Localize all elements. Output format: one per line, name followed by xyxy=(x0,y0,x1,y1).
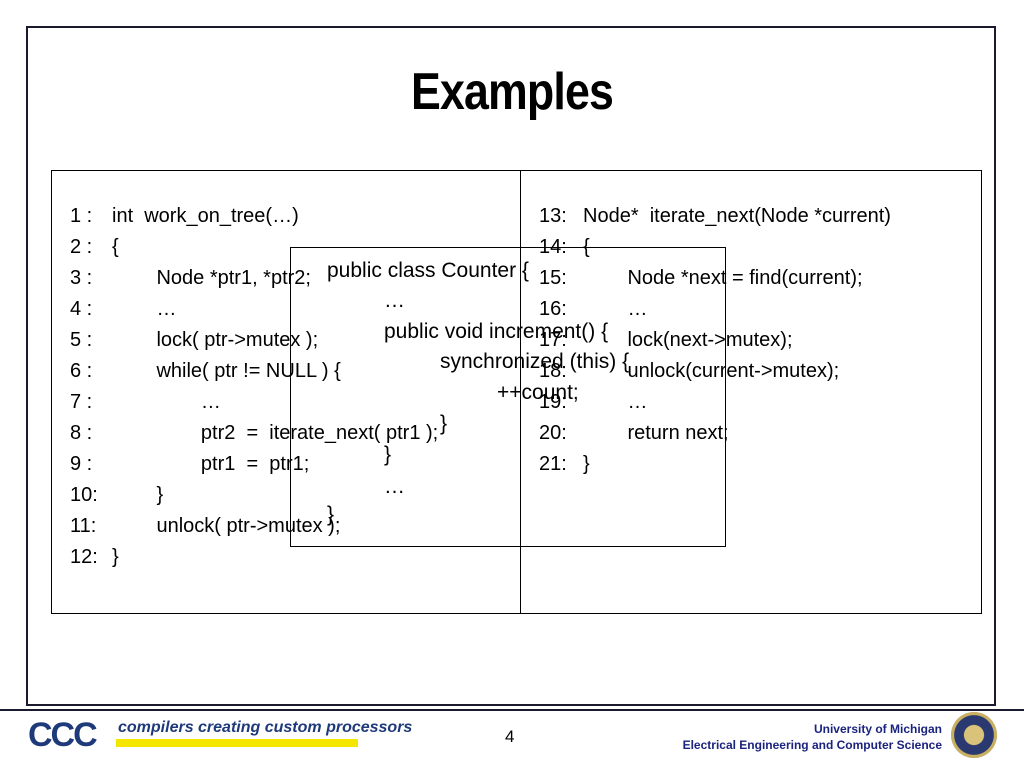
overlay-code-line: ++count; xyxy=(497,381,579,404)
line-number: 4 : xyxy=(70,298,93,320)
slide-frame xyxy=(26,26,996,706)
code-line: { xyxy=(112,236,119,258)
code-line: … xyxy=(112,391,221,413)
university-credit: University of Michigan Electrical Engine… xyxy=(683,721,942,753)
line-number: 8 : xyxy=(70,422,93,444)
overlay-code-line: } xyxy=(327,503,335,526)
code-line: unlock( ptr->mutex ); xyxy=(112,515,341,537)
ccc-logo: CCC xyxy=(28,716,98,754)
code-line: … xyxy=(112,298,177,320)
code-line: Node *ptr1, *ptr2; xyxy=(112,267,311,289)
code-line: Node* iterate_next(Node *current) xyxy=(583,205,891,227)
overlay-code-box xyxy=(290,247,726,547)
line-number: 3 : xyxy=(70,267,93,289)
right-code-box xyxy=(520,170,982,614)
code-line: int work_on_tree(…) xyxy=(112,205,299,227)
overlay-code-line: public class Counter { xyxy=(327,259,529,282)
line-number: 12: xyxy=(70,546,98,568)
code-line: unlock(current->mutex); xyxy=(583,360,840,382)
line-number: 1 : xyxy=(70,205,93,227)
overlay-code-line: synchronized (this) { xyxy=(440,350,630,373)
line-number: 17: xyxy=(539,329,567,351)
code-line: Node *next = find(current); xyxy=(583,267,863,289)
line-number: 13: xyxy=(539,205,567,227)
overlay-code-line: public void increment() { xyxy=(384,320,609,343)
overlay-code-line: … xyxy=(384,475,405,498)
line-number: 15: xyxy=(539,267,567,289)
line-number: 9 : xyxy=(70,453,93,475)
overlay-code-line: } xyxy=(440,412,448,435)
code-line: … xyxy=(583,298,648,320)
page-number: 4 xyxy=(505,727,515,746)
university-seal-icon xyxy=(951,712,997,758)
code-line: ptr1 = ptr1; xyxy=(112,453,310,475)
overlay-code-line: } xyxy=(384,443,392,466)
line-number: 7 : xyxy=(70,391,93,413)
code-line: } xyxy=(583,453,590,475)
code-line: } xyxy=(112,546,119,568)
code-line: return next; xyxy=(583,422,729,444)
line-number: 6 : xyxy=(70,360,93,382)
university-name: University of Michigan xyxy=(813,722,942,736)
logo-tagline: compilers creating custom processors xyxy=(118,719,413,736)
code-line: lock( ptr->mutex ); xyxy=(112,329,319,351)
code-line: lock(next->mutex); xyxy=(583,329,793,351)
line-number: 20: xyxy=(539,422,567,444)
line-number: 18: xyxy=(539,360,567,382)
line-number: 19: xyxy=(539,391,567,413)
slide-title: Examples xyxy=(411,63,614,121)
line-number: 16: xyxy=(539,298,567,320)
overlay-code-line: … xyxy=(384,289,405,312)
code-line: { xyxy=(583,236,590,258)
line-number: 2 : xyxy=(70,236,93,258)
code-line: ptr2 = iterate_next( ptr1 ); xyxy=(112,422,439,444)
tagline-highlight xyxy=(116,739,358,747)
code-line: … xyxy=(583,391,648,413)
department-name: Electrical Engineering and Computer Scie… xyxy=(682,738,942,752)
line-number: 5 : xyxy=(70,329,93,351)
footer-divider xyxy=(0,709,1024,711)
line-number: 11: xyxy=(70,515,97,537)
line-number: 14: xyxy=(539,236,567,258)
line-number: 21: xyxy=(539,453,567,475)
code-line: while( ptr != NULL ) { xyxy=(112,360,341,382)
line-number: 10: xyxy=(70,484,98,506)
code-line: } xyxy=(112,484,164,506)
